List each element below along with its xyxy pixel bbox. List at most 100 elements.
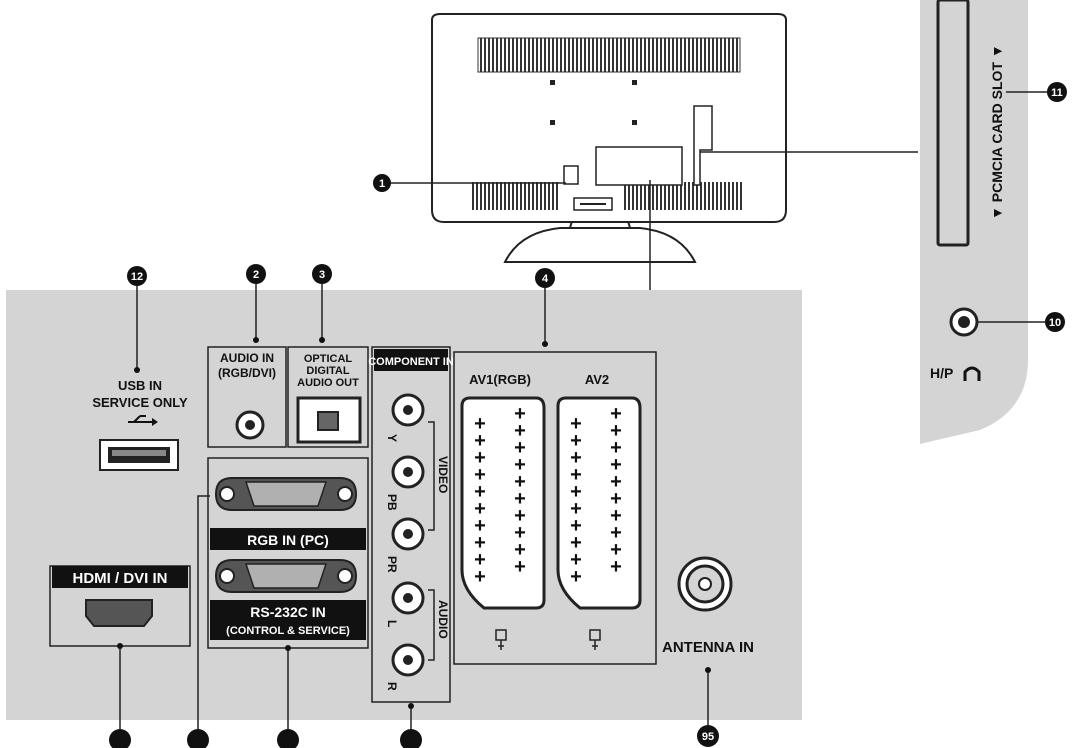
scart-pin: +	[610, 505, 622, 527]
scart-pin: +	[514, 420, 526, 442]
callout-4	[535, 268, 555, 288]
rgb-in-connector	[214, 477, 358, 511]
callout-rgb	[187, 729, 209, 748]
callout-component	[400, 729, 422, 748]
scart-pin: +	[570, 481, 582, 503]
side-panel: ▼ PCMCIA CARD SLOT ▼ H/P	[920, 0, 1028, 444]
scart-pin: +	[570, 515, 582, 537]
rs232-connector	[214, 559, 358, 593]
screw-hole	[632, 120, 637, 125]
optical-label-3: AUDIO OUT	[297, 377, 359, 389]
callout-11-label: 11	[1051, 87, 1063, 99]
hp-label: H/P	[930, 365, 953, 381]
callout-10-label: 10	[1049, 317, 1061, 329]
callout-3-label: 3	[319, 269, 325, 281]
component-jacks	[391, 393, 425, 677]
optical-label-2: DIGITAL	[306, 365, 349, 377]
hdmi-label: HDMI / DVI IN	[72, 570, 167, 587]
callout-95	[697, 725, 719, 747]
screw-hole	[632, 80, 637, 85]
scart1-ground-icon	[495, 629, 507, 650]
callout-11	[1047, 82, 1067, 102]
rgb-in-label: RGB IN (PC)	[247, 532, 329, 548]
scart-pin: +	[474, 532, 486, 554]
callout-dot-2	[253, 337, 259, 343]
tv-bottom-vent-left	[470, 182, 560, 210]
rs232-label-bg	[210, 600, 366, 640]
video-bracket	[428, 421, 435, 531]
scart-pin: +	[610, 471, 622, 493]
tv-top-vent	[477, 37, 741, 73]
rs232-label-1: RS-232C IN	[250, 604, 325, 620]
scart-pin: +	[474, 430, 486, 452]
scart-pin: +	[514, 539, 526, 561]
audio-bracket	[428, 589, 435, 661]
scart-pin: +	[474, 447, 486, 469]
scart-pin: +	[570, 447, 582, 469]
rgb-in-label-bg	[210, 528, 366, 550]
screw-hole	[550, 80, 555, 85]
pcmcia-slot	[936, 0, 970, 247]
antenna-port-pin	[698, 577, 712, 591]
av2-label: AV2	[585, 372, 609, 387]
scart-pin: +	[474, 413, 486, 435]
callout-10	[1045, 312, 1065, 332]
callout-4-label: 4	[542, 273, 549, 285]
audio-in-jack-inner	[245, 420, 255, 430]
tv-back-view	[431, 13, 787, 263]
usb-port-tongue	[112, 450, 166, 456]
scart-pin: +	[514, 471, 526, 493]
scart-pin: +	[610, 420, 622, 442]
scart-pin: +	[474, 515, 486, 537]
tv-side-panel	[693, 105, 713, 186]
scart2-ground-icon	[589, 629, 601, 650]
comp-pr-label: PR	[385, 556, 399, 573]
hdmi-port	[85, 599, 153, 627]
scart-pin: +	[514, 403, 526, 425]
component-label-bg	[374, 349, 448, 371]
audio-in-label-1: AUDIO IN	[220, 351, 274, 365]
scart-pin: +	[474, 566, 486, 588]
scart-pin: +	[514, 437, 526, 459]
callout-rs232	[277, 729, 299, 748]
scart-pin: +	[610, 556, 622, 578]
stand-bracket	[573, 197, 613, 211]
pcmcia-label: ▼ PCMCIA CARD SLOT ▼	[989, 44, 1005, 220]
scart-pin: +	[570, 430, 582, 452]
tv-rear-panel	[595, 146, 683, 186]
scart-pin: +	[514, 505, 526, 527]
scart-pin: +	[570, 413, 582, 435]
comp-r-label: R	[385, 682, 399, 691]
scart-pin: +	[474, 481, 486, 503]
scart-pin: +	[570, 566, 582, 588]
callout-2-label: 2	[253, 269, 259, 281]
comp-audio-label: AUDIO	[436, 600, 450, 639]
scart-pin: +	[610, 488, 622, 510]
av2-scart-connector	[556, 396, 642, 610]
scart-pin: +	[570, 464, 582, 486]
av1-scart-connector	[460, 396, 546, 610]
component-label: COMPONENT IN	[368, 356, 454, 368]
audio-in-label-2: (RGB/DVI)	[218, 366, 276, 380]
optical-port-inner	[317, 411, 339, 431]
callout-1	[373, 174, 391, 192]
optical-label-1: OPTICAL	[304, 353, 353, 365]
scart-pin: +	[610, 403, 622, 425]
callout-dot-hdmi	[117, 643, 123, 649]
antenna-label: ANTENNA IN	[662, 639, 754, 656]
scart-pin: +	[474, 549, 486, 571]
scart-pin: +	[570, 498, 582, 520]
callout-line-rgb	[197, 495, 210, 736]
power-socket	[563, 165, 579, 185]
tv-bottom-vent-right	[622, 182, 742, 210]
callout-95-label: 95	[702, 731, 714, 743]
scart-pin: +	[610, 522, 622, 544]
callout-dot-4	[542, 341, 548, 347]
comp-pb-label: PB	[385, 494, 399, 511]
callout-2	[246, 264, 266, 284]
callout-dot-12	[134, 367, 140, 373]
usb-label-2: SERVICE ONLY	[92, 395, 188, 410]
hdmi-label-bg	[52, 566, 188, 588]
scart-pin: +	[610, 454, 622, 476]
